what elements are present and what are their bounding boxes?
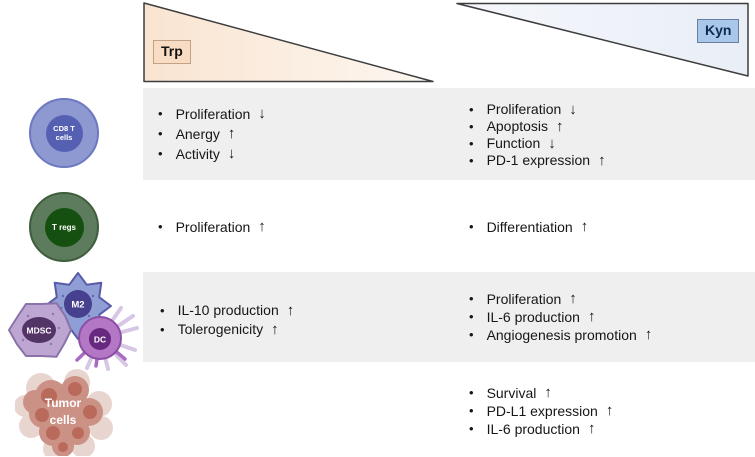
effect-item: Tolerogenicity ↑	[160, 320, 294, 339]
effect-item: PD-1 expression ↑	[469, 152, 606, 169]
effect-arrow: ↑	[580, 218, 589, 235]
effect-item: Activity ↓	[158, 144, 266, 164]
effect-label: IL-10 production	[177, 302, 279, 318]
effect-arrow: ↑	[227, 125, 236, 142]
tumor-cells-icon	[15, 369, 113, 456]
kyn-label-box: Kyn	[697, 19, 740, 43]
effect-item: Proliferation ↑	[158, 217, 266, 237]
effect-item: Function ↓	[469, 135, 606, 152]
tumor-cells-label: Tumor cells	[44, 396, 82, 427]
mdsc-label: MDSC	[26, 326, 51, 336]
effect-item: Apoptosis ↑	[469, 118, 606, 135]
effect-item: Anergy ↑	[158, 124, 266, 144]
myeloid-kyn-effects-list: Proliferation ↑ IL-6 production ↑ Angiogen…	[469, 290, 653, 344]
tregs-kyn-effects-list: Differentiation ↑	[469, 218, 589, 236]
effect-label: Activity	[175, 146, 220, 162]
effect-label: Tolerogenicity	[177, 321, 264, 337]
kyn-label: Kyn	[705, 22, 732, 38]
effect-arrow: ↑	[587, 420, 596, 437]
effect-arrow: ↓	[258, 105, 266, 122]
effect-label: Proliferation	[175, 219, 251, 235]
trp-gradient-triangle	[143, 2, 434, 83]
cd8-trp-effects-list: Proliferation ↓ Anergy ↑ Activity ↓	[158, 104, 266, 164]
effect-label: Anergy	[175, 126, 220, 142]
effect-label: Angiogenesis promotion	[486, 327, 637, 343]
effect-arrow: ↑	[258, 218, 266, 235]
effect-item: Differentiation ↑	[469, 218, 589, 236]
trp-label: Trp	[161, 43, 183, 59]
tumor-kyn-effects-list: Survival↑ PD-L1 expression↑ IL-6 product…	[469, 384, 614, 438]
effect-item: Angiogenesis promotion ↑	[469, 326, 653, 344]
effect-item: Proliferation ↓	[158, 104, 266, 124]
myeloid-cells-icon: M2 MDSC	[8, 272, 139, 371]
cd8-t-cell-icon: CD8 T cells	[29, 98, 99, 168]
effect-label: IL-6 production	[486, 421, 580, 437]
mdsc-cell-icon: MDSC	[8, 302, 72, 358]
effect-arrow: ↑	[271, 321, 279, 338]
trp-label-box: Trp	[153, 40, 191, 64]
effect-item: IL-10 production ↑	[160, 301, 295, 320]
effect-item: IL-6 production ↑	[469, 308, 652, 326]
effect-arrow: ↑	[569, 290, 577, 307]
treg-cell-nucleus: T regs	[44, 207, 84, 247]
m2-label: M2	[71, 300, 84, 311]
effect-arrow: ↑	[544, 384, 552, 401]
effect-label: Apoptosis	[486, 118, 549, 134]
tregs-trp-effects-list: Proliferation ↑	[158, 217, 266, 237]
effect-arrow: ↑	[598, 152, 606, 169]
treg-cell-label: T regs	[51, 222, 76, 232]
effect-arrow: ↑	[605, 402, 614, 419]
effect-label: Proliferation	[486, 291, 562, 307]
effect-arrow: ↓	[548, 135, 556, 152]
cd8-kyn-effects-list: Proliferation ↓ Apoptosis ↑ Function ↓ PD-1…	[469, 101, 606, 169]
effect-item: Proliferation ↓	[469, 101, 606, 118]
cd8-t-cell-label: CD8 T cells	[53, 124, 75, 142]
effect-label: Proliferation	[175, 106, 251, 122]
dc-label: DC	[94, 335, 106, 345]
effect-item: IL-6 production ↑	[469, 420, 613, 438]
effect-arrow: ↑	[644, 326, 653, 343]
effect-arrow: ↑	[556, 118, 564, 135]
myeloid-trp-effects-list: IL-10 production ↑ Tolerogenicity ↑	[160, 301, 295, 339]
effect-arrow: ↓	[569, 101, 577, 118]
dc-cell-icon: DC	[75, 306, 139, 371]
cd8-t-cell-nucleus: CD8 T cells	[45, 114, 83, 152]
effect-item: PD-L1 expression ↑	[469, 402, 614, 420]
kyn-gradient-triangle	[456, 2, 749, 77]
effect-arrow: ↑	[286, 302, 295, 319]
effect-label: Function	[486, 135, 541, 151]
effect-item: Proliferation ↑	[469, 290, 652, 308]
effect-label: IL-6 production	[486, 309, 580, 325]
treg-cell-icon: T regs	[29, 192, 99, 262]
effect-label: Survival	[486, 385, 537, 401]
effect-arrow: ↓	[227, 145, 236, 162]
effect-arrow: ↑	[587, 308, 596, 325]
effect-label: Differentiation	[486, 219, 573, 235]
effect-label: PD-L1 expression	[486, 403, 598, 419]
effect-label: Proliferation	[486, 101, 562, 117]
effect-item: Survival ↑	[469, 384, 613, 402]
effect-label: PD-1 expression	[486, 152, 591, 168]
